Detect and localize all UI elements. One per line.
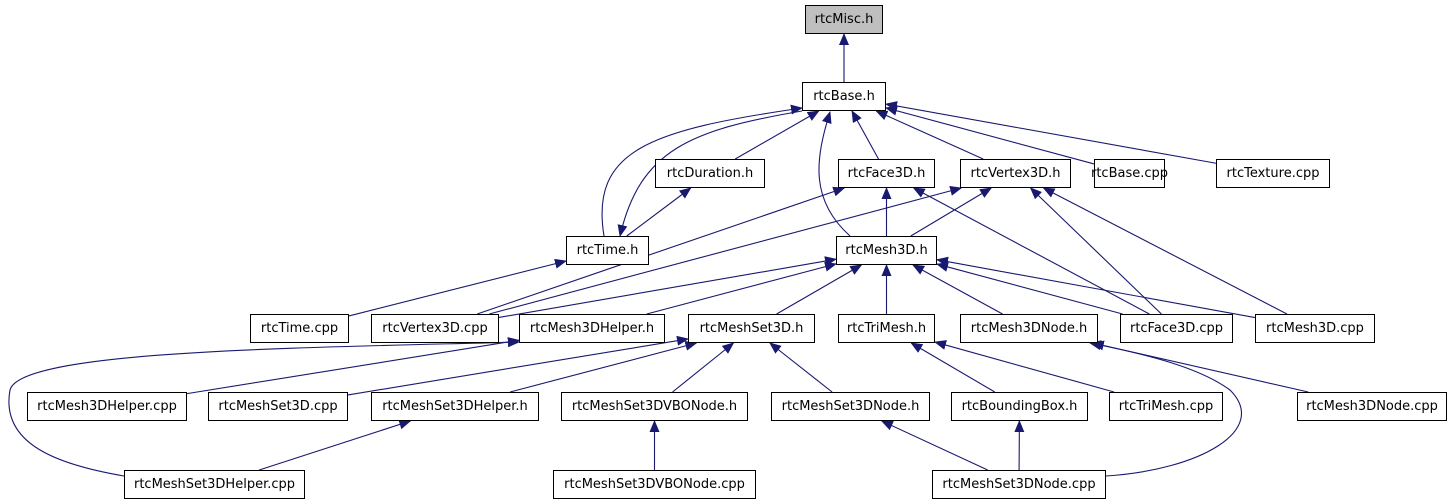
edge-rtctime-h-to-rtcduration-h: [626, 187, 692, 237]
edge-rtcmeshset3d-h-to-rtcmesh3d-h: [776, 264, 863, 315]
edge-rtcduration-h-to-rtcbase-h: [734, 110, 820, 160]
node-rtcmesh3dnode-cpp[interactable]: rtcMesh3DNode.cpp: [1297, 392, 1447, 421]
node-rtcface3d-cpp[interactable]: rtcFace3D.cpp: [1120, 314, 1233, 343]
edge-rtcmesh3d-h-to-rtcvertex3d-h: [910, 187, 993, 237]
node-rtcmesh3dhelper-cpp[interactable]: rtcMesh3DHelper.cpp: [27, 392, 187, 421]
edge-rtcface3d-cpp-to-rtcvertex3d-h: [1029, 187, 1162, 315]
edge-rtcmeshset3dhelper-h-to-rtcmeshset3d-h: [509, 340, 698, 393]
node-rtcmeshset3dnode-h[interactable]: rtcMeshSet3DNode.h: [771, 392, 930, 421]
edge-rtcmeshset3dnode-h-to-rtcmeshset3d-h: [769, 342, 833, 393]
edge-rtcface3d-cpp-to-rtcmesh3d-h: [936, 262, 1123, 315]
edge-rtctime-h-to-rtcbase-h: [601, 104, 803, 237]
node-rtctexture-cpp[interactable]: rtcTexture.cpp: [1216, 159, 1330, 188]
edge-rtcmeshset3dhelper-cpp-to-rtcmeshset3dhelper-h: [259, 419, 412, 471]
node-rtcvertex3d-h[interactable]: rtcVertex3D.h: [960, 159, 1071, 188]
node-rtcmeshset3dhelper-h[interactable]: rtcMeshSet3DHelper.h: [371, 392, 539, 421]
edge-rtcface3d-h-to-rtcbase-h: [851, 110, 879, 160]
node-rtctime-cpp[interactable]: rtcTime.cpp: [250, 314, 349, 343]
node-rtcmeshset3d-h[interactable]: rtcMeshSet3D.h: [688, 314, 815, 343]
edge-rtcvertex3d-cpp-to-rtcmesh3d-h: [498, 256, 837, 318]
edge-rtcvertex3d-cpp-to-rtcface3d-h: [477, 186, 846, 315]
node-rtcduration-h[interactable]: rtcDuration.h: [655, 159, 765, 188]
node-rtcmeshset3dvbonode-h[interactable]: rtcMeshSet3DVBONode.h: [561, 392, 748, 421]
node-rtcmisc-h[interactable]: rtcMisc.h: [805, 5, 883, 34]
edge-rtctime-cpp-to-rtctime-h: [348, 258, 567, 317]
node-rtcboundingbox-h[interactable]: rtcBoundingBox.h: [951, 392, 1088, 421]
edge-rtctexture-cpp-to-rtcbase-h: [885, 101, 1217, 164]
node-rtcmesh3dnode-h[interactable]: rtcMesh3DNode.h: [960, 314, 1098, 343]
edge-rtcmesh3d-h-to-rtcbase-h: [818, 111, 851, 237]
node-rtcbase-cpp[interactable]: rtcBase.cpp: [1091, 159, 1168, 188]
edge-rtcmesh3dhelper-cpp-to-rtcmesh3dhelper-h: [186, 337, 520, 395]
node-rtcmeshset3d-cpp[interactable]: rtcMeshSet3D.cpp: [208, 392, 348, 421]
node-rtcmeshset3dvbonode-cpp[interactable]: rtcMeshSet3DVBONode.cpp: [553, 470, 756, 499]
node-rtctime-h[interactable]: rtcTime.h: [566, 236, 649, 265]
node-rtcmesh3dhelper-h[interactable]: rtcMesh3DHelper.h: [519, 314, 665, 343]
edge-rtcmeshset3d-cpp-to-rtcmeshset3d-h: [347, 335, 689, 396]
edge-rtcmeshset3dhelper-cpp-to-rtcmesh3dhelper-h: [8, 337, 520, 477]
node-rtcmeshset3dnode-cpp[interactable]: rtcMeshSet3DNode.cpp: [932, 470, 1106, 499]
edge-rtcboundingbox-h-to-rtctrimesh-h: [910, 342, 996, 393]
edge-rtcvertex3d-h-to-rtcbase-h: [875, 110, 984, 160]
node-rtctrimesh-cpp[interactable]: rtcTriMesh.cpp: [1109, 392, 1223, 421]
node-rtcface3d-h[interactable]: rtcFace3D.h: [838, 159, 935, 188]
node-rtcvertex3d-cpp[interactable]: rtcVertex3D.cpp: [371, 314, 499, 343]
edge-rtcbase-cpp-to-rtcbase-h: [885, 105, 1095, 165]
edge-rtcmesh3d-cpp-to-rtcmesh3d-h: [936, 256, 1256, 319]
edge-rtctrimesh-cpp-to-rtctrimesh-h: [934, 340, 1115, 393]
edge-rtcvertex3d-cpp-to-rtcvertex3d-h: [489, 186, 963, 315]
node-rtctrimesh-h[interactable]: rtcTriMesh.h: [838, 314, 935, 343]
edge-rtcbase-h-to-rtctime-h: [617, 110, 803, 237]
edge-rtcmeshset3dnode-cpp-to-rtcmesh3dnode-h: [1089, 340, 1243, 477]
edge-rtcmesh3dnode-h-to-rtcmesh3d-h: [912, 264, 1003, 315]
node-rtcmeshset3dhelper-cpp[interactable]: rtcMeshSet3DHelper.cpp: [124, 470, 305, 499]
node-rtcbase-h[interactable]: rtcBase.h: [802, 82, 886, 111]
edge-rtcmesh3d-cpp-to-rtcvertex3d-h: [1042, 187, 1288, 315]
edge-rtcmeshset3dnode-cpp-to-rtcmeshset3dnode-h: [880, 420, 988, 471]
edge-rtcmeshset3dvbonode-h-to-rtcmeshset3d-h: [672, 342, 735, 393]
edge-rtcface3d-cpp-to-rtcface3d-h: [912, 187, 1150, 315]
node-rtcmesh3d-cpp[interactable]: rtcMesh3D.cpp: [1255, 314, 1375, 343]
node-rtcmesh3d-h[interactable]: rtcMesh3D.h: [836, 236, 937, 265]
edge-rtcmesh3dhelper-h-to-rtcmesh3d-h: [646, 261, 837, 315]
